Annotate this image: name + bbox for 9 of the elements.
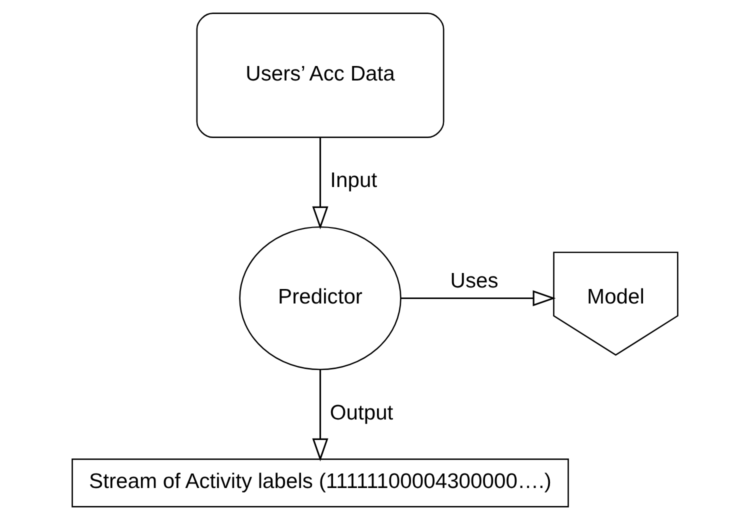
edge-label: Input — [330, 169, 378, 192]
edge-label: Output — [330, 401, 394, 424]
node-ellipse: Predictor — [239, 226, 402, 370]
arrow — [312, 137, 328, 230]
node-box: Users’ Acc Data — [196, 12, 444, 138]
node-box: Stream of Activity labels (11111100004300000….) — [72, 458, 569, 508]
edge-label: Uses — [450, 269, 498, 292]
arrow — [312, 370, 328, 462]
arrow — [401, 290, 556, 306]
